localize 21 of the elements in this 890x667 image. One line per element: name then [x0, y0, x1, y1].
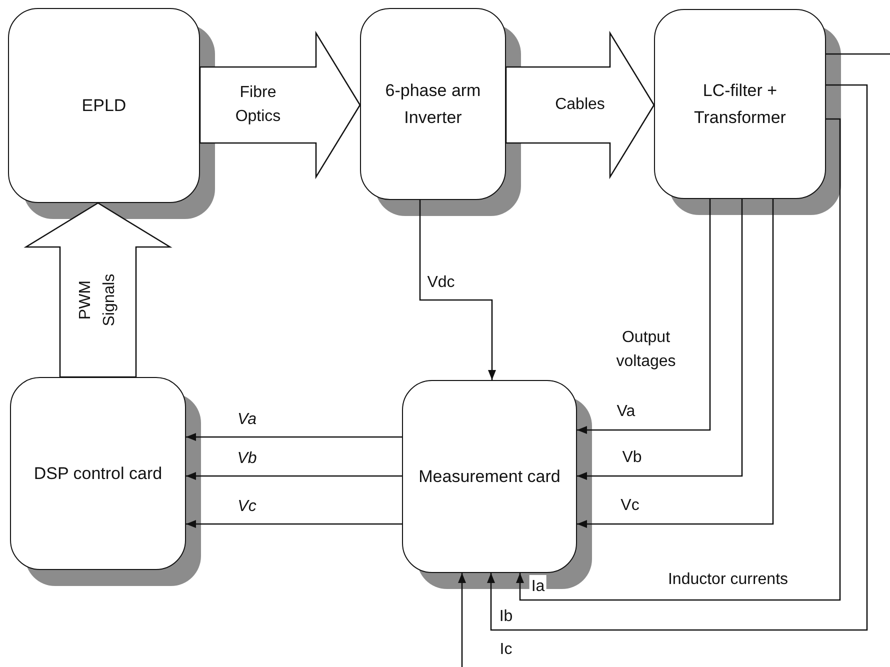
box-label: 6-phase arm Inverter [384, 80, 482, 129]
block-arrow [505, 30, 655, 180]
arrow [487, 84, 868, 631]
arrow [516, 118, 841, 601]
arrow [186, 472, 402, 480]
box-label: Measurement card [418, 466, 560, 488]
box-label: LC-filter + Transformer [693, 80, 787, 129]
arrow [577, 199, 711, 434]
arrow [577, 199, 743, 480]
edge-label: Fibre Optics [234, 83, 282, 127]
arrow [458, 573, 466, 667]
box-label: EPLD [82, 94, 126, 117]
arrow [419, 200, 496, 380]
arrow [577, 199, 774, 528]
arrow [186, 520, 402, 528]
edge-label: Cables [554, 95, 606, 115]
block-arrow [199, 30, 361, 180]
block-arrow [24, 202, 172, 378]
box-label: DSP control card [34, 462, 162, 485]
arrow [186, 433, 402, 441]
edge-label: PWM Signals [76, 272, 119, 328]
